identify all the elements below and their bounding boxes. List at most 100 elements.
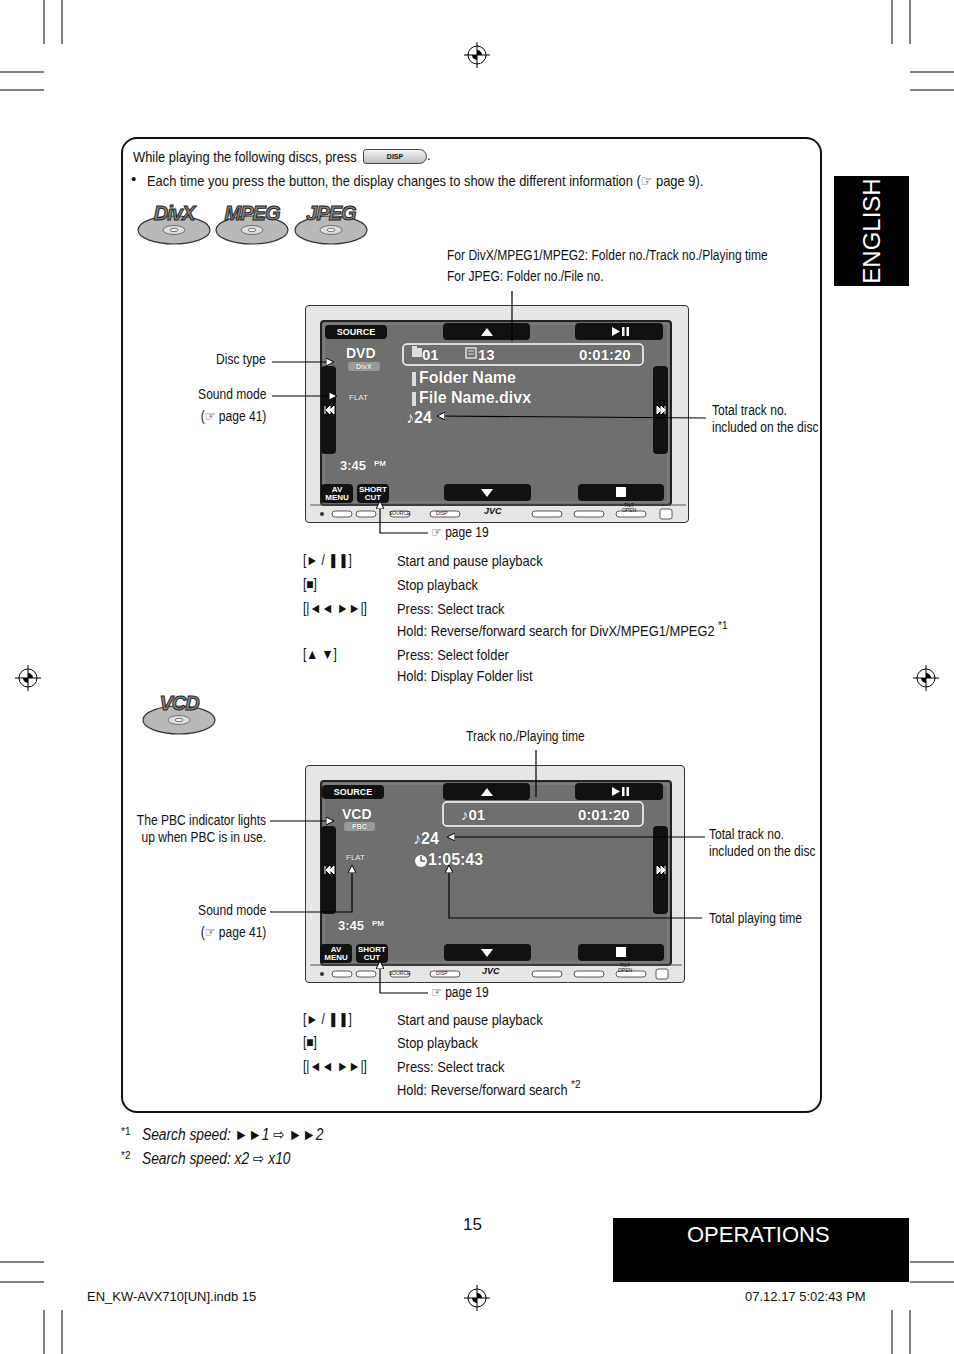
callout-label: Sound mode <box>198 902 266 919</box>
key-desc: Hold: Display Folder list <box>397 667 533 685</box>
display-text: VCD <box>342 806 372 822</box>
button-label: AV MENU <box>321 946 351 962</box>
footnote-text: Search speed: x2 ⇨ x10 <box>142 1149 290 1168</box>
punctuation: . <box>427 146 431 164</box>
display-text: 3:45 <box>338 919 364 934</box>
key-desc: Start and pause playback <box>397 552 543 570</box>
disc-type-text: JPEG <box>294 202 368 225</box>
display-text: 0:01:20 <box>579 346 631 363</box>
display-text: File Name.divx <box>419 389 531 407</box>
display-text: PM <box>372 919 384 928</box>
callout-label: Disc type <box>216 351 266 368</box>
device-logo: JVC <box>482 966 500 977</box>
button-label: AV MENU <box>322 486 352 502</box>
display-text: DVD <box>346 345 376 361</box>
display-text: Folder Name <box>419 369 516 387</box>
disc-type-text: DivX <box>137 202 211 225</box>
device-key: SOURCE <box>389 510 410 516</box>
screen-button: AV MENU <box>320 944 352 963</box>
disc-icon: VCD <box>142 692 216 736</box>
callout-label: Total track no. included on the disc <box>709 826 821 860</box>
button-label: DISP <box>364 153 426 160</box>
display-text: PBC <box>344 822 375 831</box>
device-key: TILT OPEN <box>616 963 634 973</box>
device-key: SOURCE <box>389 970 410 976</box>
bullet: • <box>131 170 136 188</box>
key-symbol: [► / ❚❚] <box>303 552 352 569</box>
key-desc: Press: Select track <box>397 1058 505 1076</box>
display-text: DivX <box>348 362 380 371</box>
display-text: ♪01 <box>461 806 485 823</box>
button-label: SHORT CUT <box>358 486 388 502</box>
device-key: DISP <box>436 510 448 516</box>
file-info: EN_KW-AVX710[UN].indb 15 <box>87 1289 256 1305</box>
display-text: 01 <box>422 346 439 363</box>
callout-label: Total track no. included on the disc <box>712 402 824 436</box>
screen-button: SOURCE <box>322 785 384 799</box>
button-label: SOURCE <box>326 328 386 337</box>
display-text: 0:01:20 <box>578 806 630 823</box>
key-symbol: [▲ ▼] <box>303 646 337 663</box>
screen-button: SHORT CUT <box>357 484 389 503</box>
key-desc: Hold: Reverse/forward search for DivX/MP… <box>397 622 715 640</box>
file-info: 07.12.17 5:02:43 PM <box>745 1289 866 1305</box>
footnote-mark: *2 <box>121 1150 130 1162</box>
disc-icon: DivX <box>137 202 211 246</box>
disc-icon: MPEG <box>215 202 289 246</box>
key-symbol: [■] <box>303 1034 317 1051</box>
key-desc: Press: Select track <box>397 600 505 618</box>
monitor-screen: VCDPBC FLAT ♪01 0:01:20 ♪24 1:05:43 3:45 PM SOUR… <box>305 765 685 983</box>
key-desc: Stop playback <box>397 576 478 594</box>
key-desc: Stop playback <box>397 1034 478 1052</box>
footnote-mark: *2 <box>571 1079 580 1091</box>
button-label: SOURCE <box>323 788 383 797</box>
display-text: 3:45 <box>340 459 366 474</box>
key-desc: Hold: Reverse/forward search <box>397 1081 568 1099</box>
disc-type-text: MPEG <box>215 202 289 225</box>
callout-label: For JPEG: Folder no./File no. <box>447 268 604 285</box>
display-text: PM <box>374 459 386 468</box>
monitor-screen: DVDDivX FLAT 01 13 0:01:20Folder NameFile Na… <box>305 305 689 523</box>
instruction-text: Each time you press the button, the disp… <box>147 172 703 189</box>
display-text: 13 <box>478 346 495 363</box>
disc-type-text: VCD <box>142 692 216 715</box>
page-reference: ☞ page 19 <box>431 984 489 1001</box>
button-label: SHORT CUT <box>357 946 387 962</box>
key-desc: Start and pause playback <box>397 1011 543 1029</box>
callout-label: Track no./Playing time <box>466 728 585 745</box>
device-key: TILT OPEN <box>620 503 638 513</box>
key-symbol: [|◄◄ ►►|] <box>303 600 367 617</box>
instruction-text: While playing the following discs, press <box>133 148 357 165</box>
display-text: ♪24 <box>413 830 439 848</box>
device-key: DISP <box>436 970 448 976</box>
callout-label: (☞ page 41) <box>200 408 266 425</box>
footnote-mark: *1 <box>718 620 727 632</box>
callout-label: Sound mode <box>198 386 266 403</box>
callout-label: (☞ page 41) <box>200 924 266 941</box>
display-text: FLAT <box>349 393 368 402</box>
footnote-text: Search speed: ►►1 ⇨ ►►2 <box>142 1125 324 1144</box>
callout-label: The PBC indicator lights up when PBC is … <box>126 812 266 846</box>
key-symbol: [■] <box>303 576 317 593</box>
display-text: 1:05:43 <box>428 851 483 869</box>
section-band: OPERATIONS <box>613 1218 909 1282</box>
display-text: FLAT <box>346 853 365 862</box>
key-desc: Press: Select folder <box>397 646 509 664</box>
callout-label: Total playing time <box>709 910 802 927</box>
display-text: ♪24 <box>406 409 432 427</box>
screen-button: SHORT CUT <box>356 944 388 963</box>
key-symbol: [► / ❚❚] <box>303 1011 352 1028</box>
key-symbol: [|◄◄ ►►|] <box>303 1058 367 1075</box>
language-tab: ENGLISH <box>834 176 909 286</box>
tab-text: ENGLISH <box>858 178 886 283</box>
section-title: OPERATIONS <box>687 1222 830 1247</box>
footnote-mark: *1 <box>121 1126 130 1138</box>
screen-button: AV MENU <box>321 484 353 503</box>
page-number: 15 <box>463 1215 482 1235</box>
disp-button: DISP <box>363 149 427 164</box>
disc-icon: JPEG <box>294 202 368 246</box>
screen-button: SOURCE <box>325 325 387 339</box>
page-reference: ☞ page 19 <box>431 524 489 541</box>
callout-label: For DivX/MPEG1/MPEG2: Folder no./Track n… <box>447 247 768 264</box>
